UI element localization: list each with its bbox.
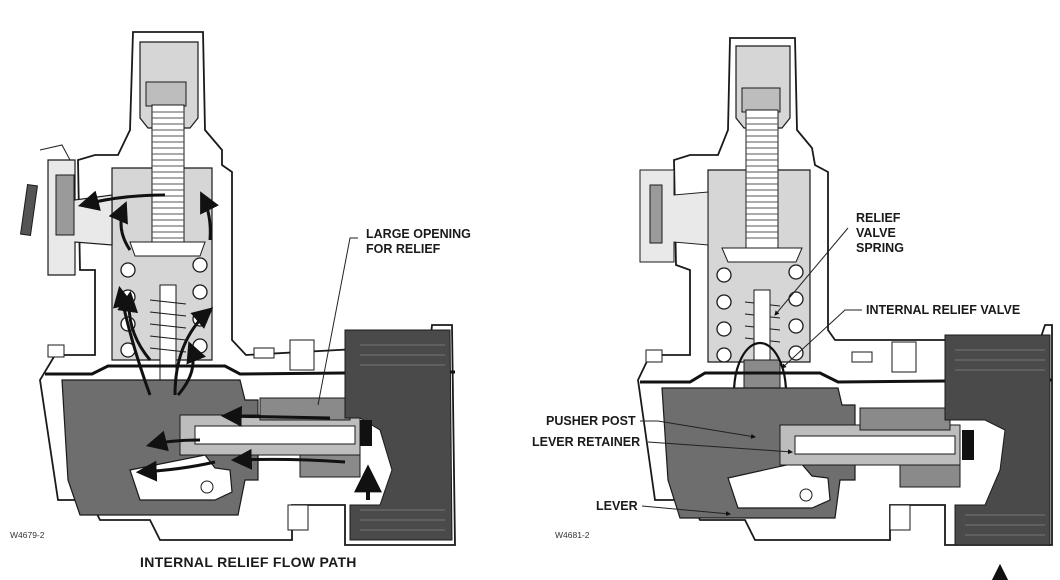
right-regulator: RELIEF VALVE SPRING INTERNAL RELIEF VALV…: [532, 37, 1053, 580]
left-adjust-nut: [145, 81, 187, 107]
lever-retainer-label: LEVER RETAINER: [532, 435, 640, 449]
right-diaphragm: [640, 371, 1053, 384]
left-diaphragm: [45, 364, 456, 376]
pusher-post-label: PUSHER POST: [546, 414, 636, 428]
lever-retainer-leader: [647, 441, 793, 455]
left-relief-flow-arrows: [77, 190, 382, 500]
large-opening-label-line2: FOR RELIEF: [366, 242, 441, 256]
internal-relief-valve-label: INTERNAL RELIEF VALVE: [866, 303, 1020, 317]
left-inlet-dark: [344, 329, 453, 541]
internal-relief-valve-leader: [781, 309, 862, 369]
left-screw-threads: [152, 111, 184, 239]
lever-label: LEVER: [596, 499, 638, 513]
relief-valve-spring-label-line3: SPRING: [856, 241, 904, 255]
pusher-post-leader: [640, 420, 756, 439]
right-inlet-dark: [944, 334, 1051, 546]
left-regulator: LARGE OPENING FOR RELIEF W4679-2 INTERNA…: [10, 31, 471, 570]
right-main-spring: [716, 264, 804, 363]
lever-leader: [641, 505, 731, 517]
large-opening-label-line1: LARGE OPENING: [366, 227, 471, 241]
large-opening-leader: [317, 237, 358, 406]
relief-valve-spring-label-line1: RELIEF: [856, 211, 901, 225]
relief-valve-spring-label-line2: VALVE: [856, 226, 896, 240]
left-figure-code: W4679-2: [10, 530, 45, 540]
left-figure-caption: INTERNAL RELIEF FLOW PATH: [140, 554, 357, 570]
right-figure-code: W4681-2: [555, 530, 590, 540]
relief-valve-spring-leader: [774, 227, 849, 316]
